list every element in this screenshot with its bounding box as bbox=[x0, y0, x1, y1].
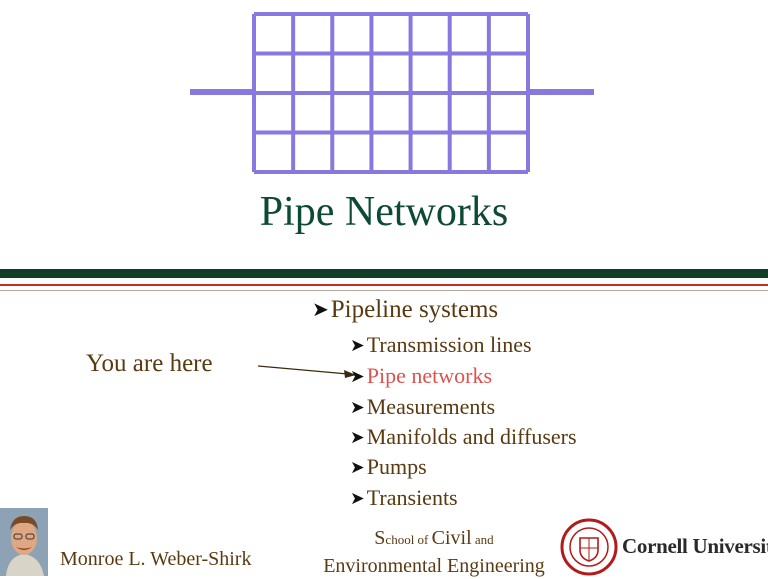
cornell-seal-icon bbox=[560, 518, 618, 576]
chevron-right-icon: ➤ bbox=[350, 488, 365, 508]
you-are-here-label: You are here bbox=[86, 350, 213, 377]
sub-bullet-item: ➤Transmission lines bbox=[350, 332, 532, 358]
university-name: Cornell University bbox=[622, 534, 768, 558]
chevron-right-icon: ➤ bbox=[350, 427, 365, 447]
school-initial: S bbox=[374, 527, 386, 549]
school-line2: Environmental Engineering bbox=[323, 555, 545, 577]
sub-bullet-label: Measurements bbox=[366, 394, 496, 419]
divider-red bbox=[0, 284, 768, 286]
sub-bullet-item: ➤Pipe networks bbox=[350, 363, 492, 389]
sub-bullet-label: Pumps bbox=[366, 454, 427, 479]
sub-bullet-label: Transients bbox=[366, 485, 458, 510]
author-portrait bbox=[0, 508, 48, 576]
chevron-right-icon: ➤ bbox=[350, 335, 365, 355]
author-name: Monroe L. Weber-Shirk bbox=[60, 548, 252, 570]
sub-bullet-item: ➤Pumps bbox=[350, 454, 427, 480]
pipe-network-grid bbox=[190, 12, 594, 174]
pointer-arrow-icon bbox=[258, 365, 356, 378]
divider-dark bbox=[0, 269, 768, 278]
main-bullet: ➤Pipeline systems bbox=[312, 296, 498, 324]
sub-bullet-item: ➤Transients bbox=[350, 485, 458, 511]
school-civil: Civil bbox=[431, 527, 472, 549]
divider-thin bbox=[0, 290, 768, 291]
pipe-network-graphic bbox=[190, 12, 594, 174]
chevron-right-icon: ➤ bbox=[350, 366, 365, 386]
chevron-right-icon: ➤ bbox=[350, 457, 365, 477]
sub-bullet-item: ➤Manifolds and diffusers bbox=[350, 424, 577, 450]
main-bullet-label: Pipeline systems bbox=[330, 296, 499, 323]
chevron-right-icon: ➤ bbox=[312, 299, 329, 321]
sub-bullet-label: Transmission lines bbox=[366, 332, 532, 357]
school-text: chool of bbox=[385, 532, 432, 547]
slide-title: Pipe Networks bbox=[259, 189, 509, 235]
school-and: and bbox=[471, 532, 494, 547]
sub-bullet-label: Pipe networks bbox=[366, 363, 493, 388]
sub-bullet-item: ➤Measurements bbox=[350, 394, 495, 420]
chevron-right-icon: ➤ bbox=[350, 397, 365, 417]
school-name: School of Civil and Environmental Engine… bbox=[314, 525, 554, 579]
sub-bullet-label: Manifolds and diffusers bbox=[366, 424, 577, 449]
